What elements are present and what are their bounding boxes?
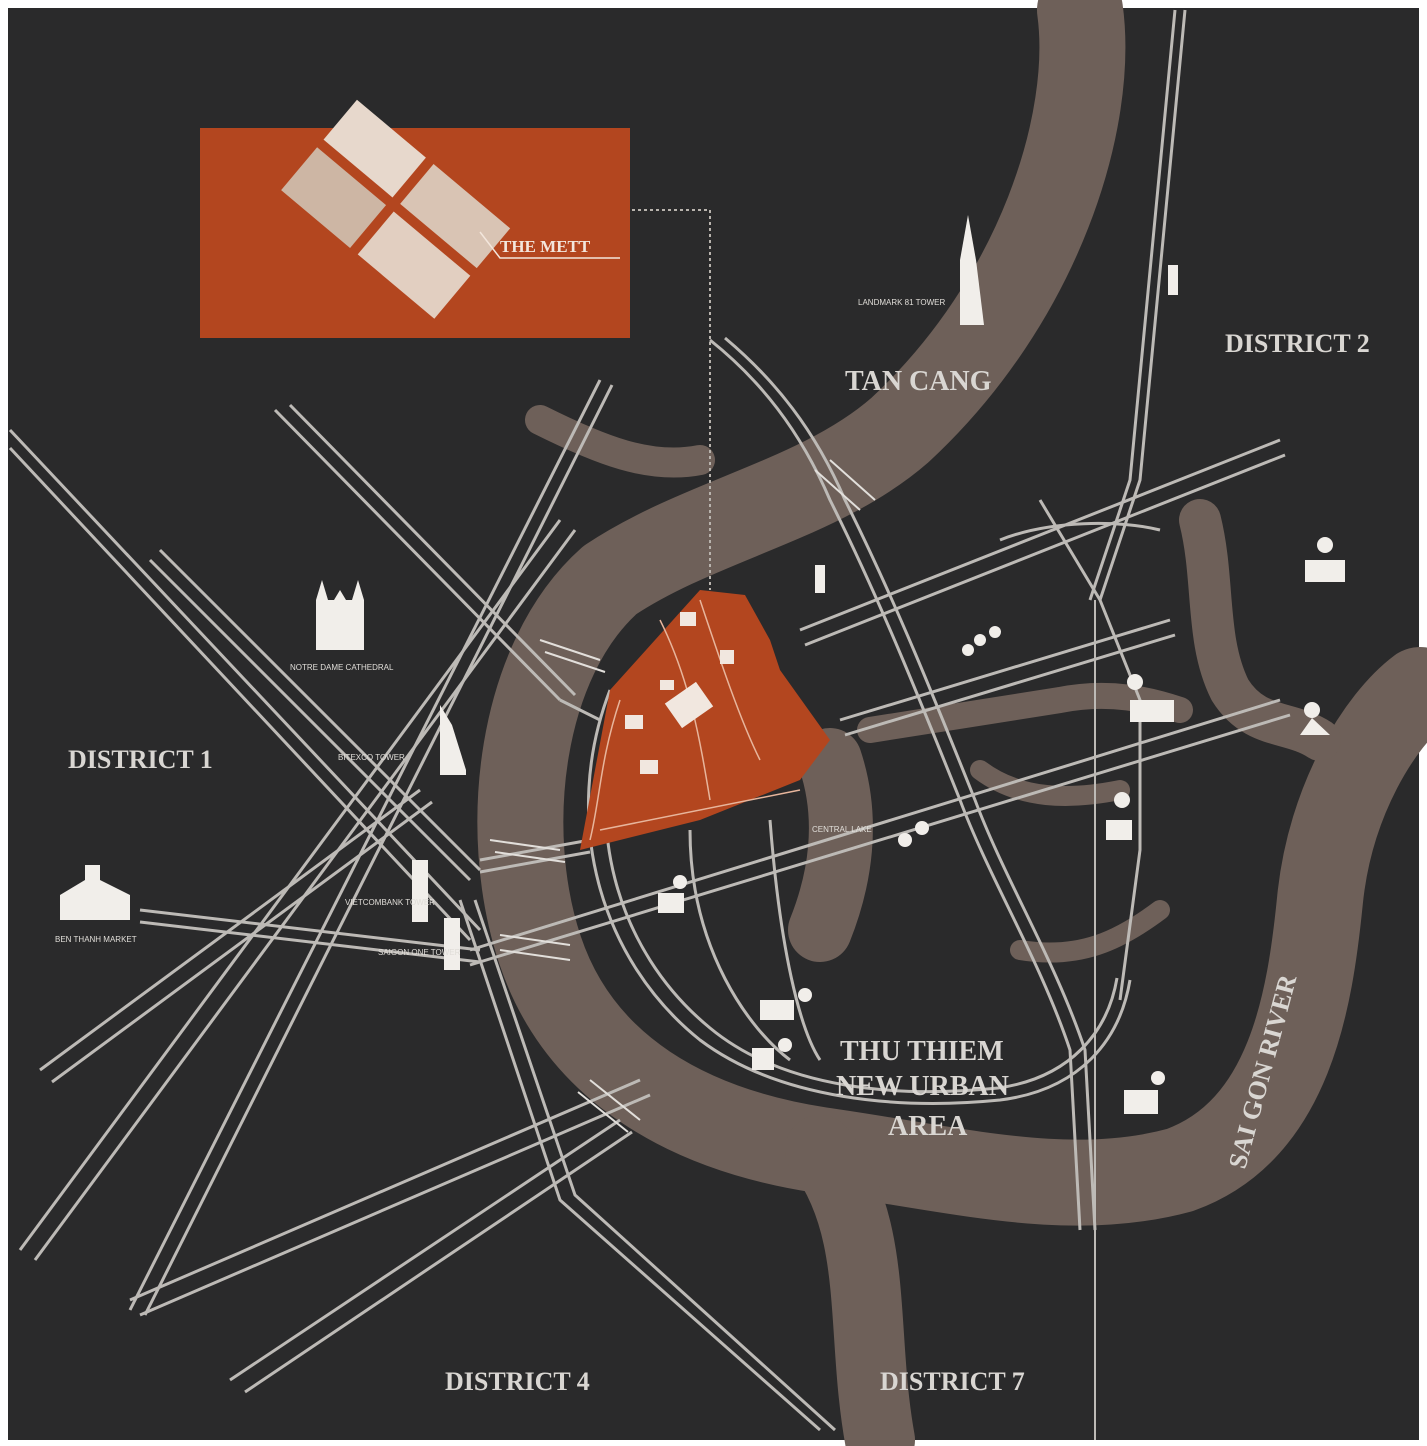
- landmark-81: LANDMARK 81 TOWER: [858, 215, 984, 325]
- bitexco-label: BITEXCO TOWER: [338, 753, 405, 762]
- skyscraper-icon: [960, 215, 984, 325]
- office-icon: [1106, 792, 1132, 840]
- tower-icon: [444, 918, 460, 970]
- cathedral-icon: [316, 580, 364, 650]
- residence-icon: [752, 1038, 792, 1070]
- tan-cang-label: TAN CANG: [845, 366, 992, 397]
- hospital-icon: [1127, 674, 1174, 722]
- district-7-label: DISTRICT 7: [880, 1367, 1025, 1396]
- residence-icon: [1124, 1071, 1165, 1114]
- thu-thiem-label-line1: THU THIEM: [840, 1036, 1004, 1067]
- notre-dame-label: NOTRE DAME CATHEDRAL: [290, 663, 394, 672]
- district-1-label: DISTRICT 1: [68, 745, 213, 774]
- saigon-one-tower: SAIGON ONE TOWER: [378, 918, 461, 970]
- vietcombank-tower: VIETCOMBANK TOWER: [345, 860, 435, 922]
- district-2-label: DISTRICT 2: [1225, 329, 1370, 358]
- school-icon: [1305, 537, 1345, 582]
- ben-thanh-label: BEN THANH MARKET: [55, 935, 137, 944]
- central-lake: CENTRAL LAKE: [812, 825, 872, 834]
- office-icon: [760, 988, 812, 1020]
- bridge-icon: [489, 459, 876, 1133]
- saigon-river: [477, 0, 1427, 1446]
- bitexco-tower: BITEXCO TOWER: [338, 705, 466, 775]
- building-icon: [815, 565, 825, 593]
- road-network: [8, 9, 1291, 1440]
- landmark-81-label: LANDMARK 81 TOWER: [858, 298, 946, 307]
- project-logo: THE METT: [200, 99, 630, 338]
- shopping-icon: [658, 875, 687, 913]
- vietcombank-label: VIETCOMBANK TOWER: [345, 898, 435, 907]
- tower-icon: [412, 860, 428, 922]
- project-site-area: [580, 590, 830, 850]
- ben-thanh-market: BEN THANH MARKET: [55, 865, 137, 944]
- saigon-one-label: SAIGON ONE TOWER: [378, 948, 461, 957]
- project-site-buildings: [625, 612, 734, 774]
- tower-icon: [440, 705, 466, 775]
- amenity-icons: [658, 265, 1345, 1114]
- thu-thiem-label-line3: AREA: [888, 1111, 968, 1142]
- building-icon: [1168, 265, 1178, 295]
- central-lake-label: CENTRAL LAKE: [812, 825, 872, 834]
- park-icon: [1300, 702, 1330, 735]
- district-4-label: DISTRICT 4: [445, 1367, 590, 1396]
- park-icon: [962, 626, 1001, 656]
- notre-dame-cathedral: NOTRE DAME CATHEDRAL: [290, 580, 394, 672]
- mett-logo-icon: [281, 99, 511, 319]
- market-icon: [60, 865, 130, 920]
- thu-thiem-label-line2: NEW URBAN: [836, 1071, 1009, 1102]
- logo-name: THE METT: [500, 237, 591, 256]
- park-icon: [898, 821, 929, 847]
